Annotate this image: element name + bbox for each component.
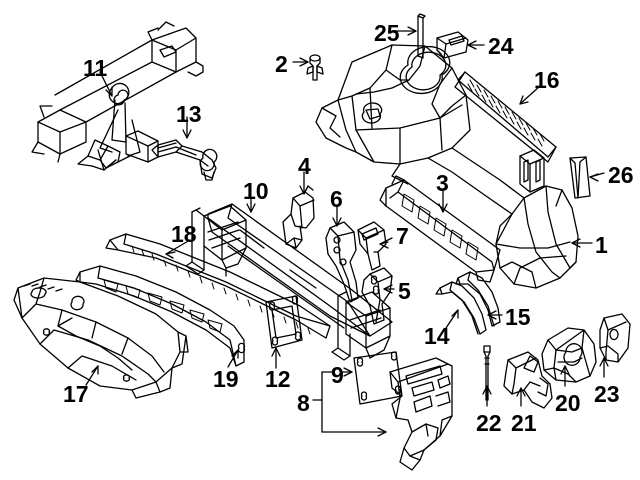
callout-19[interactable]: 19 <box>213 366 239 392</box>
callout-4[interactable]: 4 <box>298 153 311 179</box>
callout-5[interactable]: 5 <box>398 278 411 304</box>
callout-2[interactable]: 2 <box>275 51 288 77</box>
callout-13[interactable]: 13 <box>176 101 202 127</box>
part-4-bracket <box>282 185 315 249</box>
callout-7[interactable]: 7 <box>396 223 409 249</box>
part-26-filler-strip <box>569 156 591 199</box>
part-19-lower-rail <box>75 265 246 367</box>
part-10-impact-bar <box>185 203 393 361</box>
callout-11[interactable]: 11 <box>83 55 108 81</box>
part-25-trim-strip <box>417 13 426 59</box>
part-13-ball-mount <box>151 139 218 181</box>
part-11-trailer-hitch <box>31 21 204 171</box>
callout-25[interactable]: 25 <box>374 20 400 46</box>
callout-16[interactable]: 16 <box>534 67 560 93</box>
callout-9[interactable]: 9 <box>331 362 344 388</box>
part-18-upper-rail <box>105 233 331 339</box>
callout-18[interactable]: 18 <box>171 221 197 247</box>
callout-10[interactable]: 10 <box>243 178 269 204</box>
part-24-corner-bracket <box>436 31 469 59</box>
callout-23[interactable]: 23 <box>594 381 620 407</box>
part-1-bumper-cover <box>315 44 579 289</box>
part-22-tow-eye-bolt <box>483 345 491 401</box>
callout-3[interactable]: 3 <box>436 170 449 196</box>
part-12-mounting-plate <box>265 295 303 349</box>
callout-6[interactable]: 6 <box>330 186 343 212</box>
callout-8[interactable]: 8 <box>297 390 310 416</box>
callout-15[interactable]: 15 <box>505 304 531 330</box>
part-16-step-trim <box>454 71 557 163</box>
part-20-tow-hook-housing <box>541 327 597 383</box>
part-17-lower-valance <box>13 277 189 399</box>
callout-12[interactable]: 12 <box>265 366 291 392</box>
part-5-bracket <box>361 267 393 325</box>
callout-1[interactable]: 1 <box>595 232 608 258</box>
part-21-bracket <box>503 351 553 409</box>
part-7-bracket <box>357 221 387 271</box>
part-14-wheel-arch-molding <box>435 281 487 335</box>
part-2-push-pin <box>306 54 324 81</box>
callout-17[interactable]: 17 <box>63 381 89 407</box>
callout-22[interactable]: 22 <box>476 410 502 436</box>
callout-leader-lines <box>85 26 609 437</box>
callout-26[interactable]: 26 <box>608 162 634 188</box>
part-23-tow-eye-cap <box>599 313 631 363</box>
callout-14[interactable]: 14 <box>424 323 450 349</box>
part-15-wheel-arch-trim <box>455 271 501 327</box>
callout-20[interactable]: 20 <box>555 390 581 416</box>
callout-21[interactable]: 21 <box>511 410 537 436</box>
callout-24[interactable]: 24 <box>488 33 514 59</box>
part-8-side-bracket <box>389 357 453 471</box>
